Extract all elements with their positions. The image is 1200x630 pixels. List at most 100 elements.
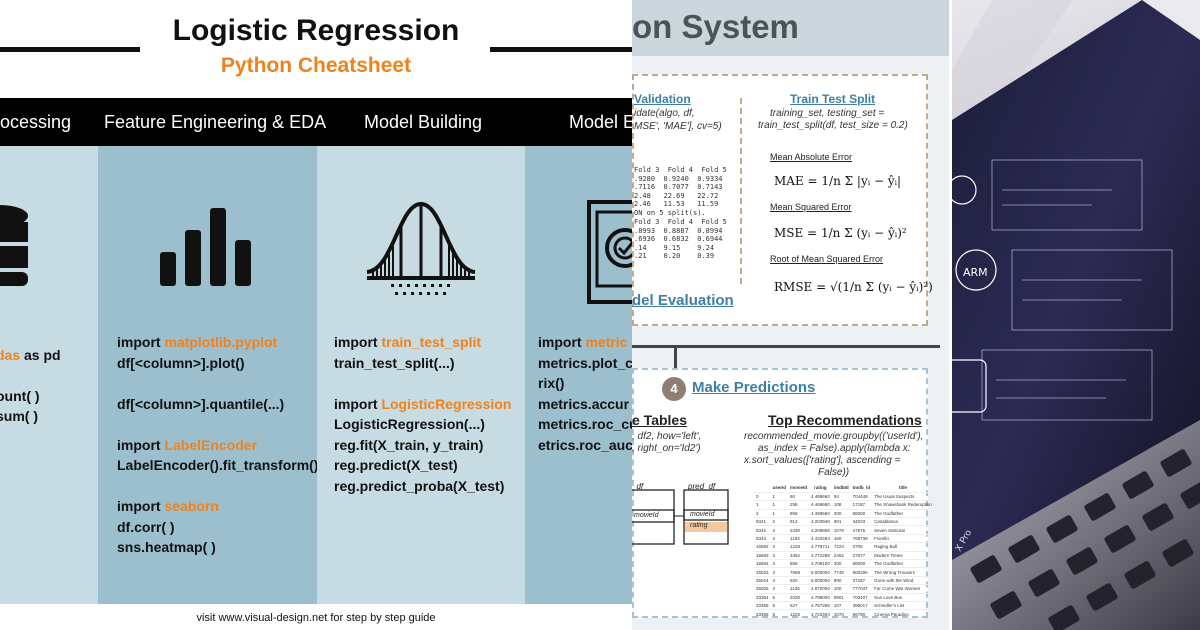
table-cell: 920 xyxy=(788,576,810,586)
table-cell: Far Come War Women xyxy=(872,584,934,594)
make-predictions-heading: Make Predictions xyxy=(692,379,816,396)
code-text: df[<column>].quantile(...) xyxy=(117,395,285,412)
code-line: metrics.roc_cu xyxy=(538,414,632,435)
table-cell: 900 xyxy=(831,576,851,586)
table-cell: 4.757286 xyxy=(809,601,832,611)
title-rule-right xyxy=(490,47,632,52)
table-cell: 4.203948 xyxy=(809,517,832,527)
merge-code-line-2: , right_on='Id2') xyxy=(632,443,701,454)
code-line: import metric xyxy=(538,332,632,353)
code-line: reg.fit(X_train, y_train) xyxy=(334,435,511,456)
table-cell: 1 xyxy=(770,509,789,519)
table-cell: Fiorello xyxy=(872,534,934,544)
code-module-name: seaborn xyxy=(164,498,219,514)
table-cell: 16682 xyxy=(754,542,771,552)
top-recs-code-line-4: False)) xyxy=(818,467,850,478)
laptop-photo: ARM X Pro xyxy=(952,0,1200,630)
code-line: import train_test_split xyxy=(334,332,511,353)
table-cell: The Usual Suspects xyxy=(872,492,934,502)
code-line: metrics.accur xyxy=(538,394,632,415)
table-cell: 1078 xyxy=(831,525,851,535)
mse-label: Mean Squared Error xyxy=(770,202,852,212)
code-text: import xyxy=(334,334,382,350)
table-cell: 1228 xyxy=(788,542,810,552)
table-header-cell: title xyxy=(872,484,934,493)
code-line: import LabelEncoder xyxy=(117,435,317,456)
code-line xyxy=(117,373,317,394)
code-text: as pd xyxy=(20,346,61,363)
sketch-right-title: pred_df xyxy=(688,482,716,491)
cross-validation-heading: Validation xyxy=(634,92,691,106)
table-cell: 4.778711 xyxy=(809,542,832,552)
code-text: reg.fit(X_train, y_train) xyxy=(334,436,484,453)
table-cell: 1193 xyxy=(788,534,810,544)
code-line: df[<column>].plot() xyxy=(117,353,317,374)
table-cell: 777047 xyxy=(850,584,873,594)
table-cell: 1 xyxy=(770,492,789,502)
code-text: LabelEncoder().fit_transform() xyxy=(117,457,317,473)
table-cell: 37287 xyxy=(850,576,873,586)
top-recommendations-heading: Top Recommendations xyxy=(768,412,922,428)
sketch-left-title: _df xyxy=(632,482,644,491)
table-cell: 27877 xyxy=(850,551,873,561)
table-cell: 2 xyxy=(770,534,789,544)
table-cell: 7746 xyxy=(831,567,851,577)
code-text: LogisticRegression(...) xyxy=(334,416,485,432)
table-cell: 66790 xyxy=(850,609,873,619)
table-cell: 4 xyxy=(770,567,789,577)
tab-feature-engineering[interactable]: Feature Engineering & EDA xyxy=(104,112,327,132)
table-cell: 68000 xyxy=(850,559,873,569)
cv-results-table-1: Fold 3 Fold 4 Fold 5 .9280 0.9240 0.9334… xyxy=(634,166,727,217)
code-line: df.corr( ) xyxy=(117,517,317,538)
rmse-label: Root of Mean Squared Error xyxy=(770,254,884,264)
code-line xyxy=(117,414,317,435)
table-header-cell xyxy=(754,484,771,493)
table-cell: 7968 xyxy=(788,567,810,577)
tab-model-evaluation[interactable]: Model E xyxy=(569,112,632,132)
table-cell: 2330 xyxy=(788,525,810,535)
cheatsheet-title: Logistic Regression xyxy=(172,14,460,47)
code-text: metrics.accur xyxy=(538,395,630,412)
code-text: import xyxy=(334,395,382,412)
table-header-cell: movieId xyxy=(788,484,810,493)
table-header-cell: tmdb_id xyxy=(850,484,873,493)
table-cell: Modern Times xyxy=(872,551,934,561)
cheatsheet-panel: Logistic Regression Python Cheatsheet oc… xyxy=(0,14,632,624)
code-module-name: train_test_split xyxy=(381,334,482,350)
code-text: import xyxy=(538,334,586,350)
table-cell: Gone with the Wind xyxy=(872,576,934,586)
code-text: import xyxy=(117,498,165,514)
code-line xyxy=(334,373,511,394)
table-cell: 4.870000 xyxy=(809,584,832,594)
table-cell: 47676 xyxy=(850,525,873,535)
table-header-cell: userId xyxy=(770,484,789,493)
table-cell: 34033 xyxy=(850,517,873,527)
code-line xyxy=(0,365,61,386)
table-cell: 769739 xyxy=(850,534,873,544)
tab-model-building[interactable]: Model Building xyxy=(364,112,483,132)
code-text: sns.heatmap( ) xyxy=(117,539,216,555)
table-cell: 4.788000 xyxy=(809,593,832,602)
table-cell: 1 xyxy=(770,500,789,510)
table-cell: 8341 xyxy=(754,517,771,527)
code-text: ount( ) xyxy=(0,387,40,404)
tab-preprocessing[interactable]: ocessing xyxy=(0,112,72,132)
table-cell: 17187 xyxy=(850,500,873,510)
mse-formula: MSE = 1/n Σ (yᵢ − ŷᵢ)² xyxy=(774,226,907,240)
table-cell: 4.772288 xyxy=(809,551,832,561)
table-cell: 0 xyxy=(754,492,771,502)
code-module-name: LogisticRegression xyxy=(381,395,512,412)
table-cell: 16684 xyxy=(754,559,771,569)
section-tab-bar: ocessing Feature Engineering & EDA Model… xyxy=(0,98,632,146)
